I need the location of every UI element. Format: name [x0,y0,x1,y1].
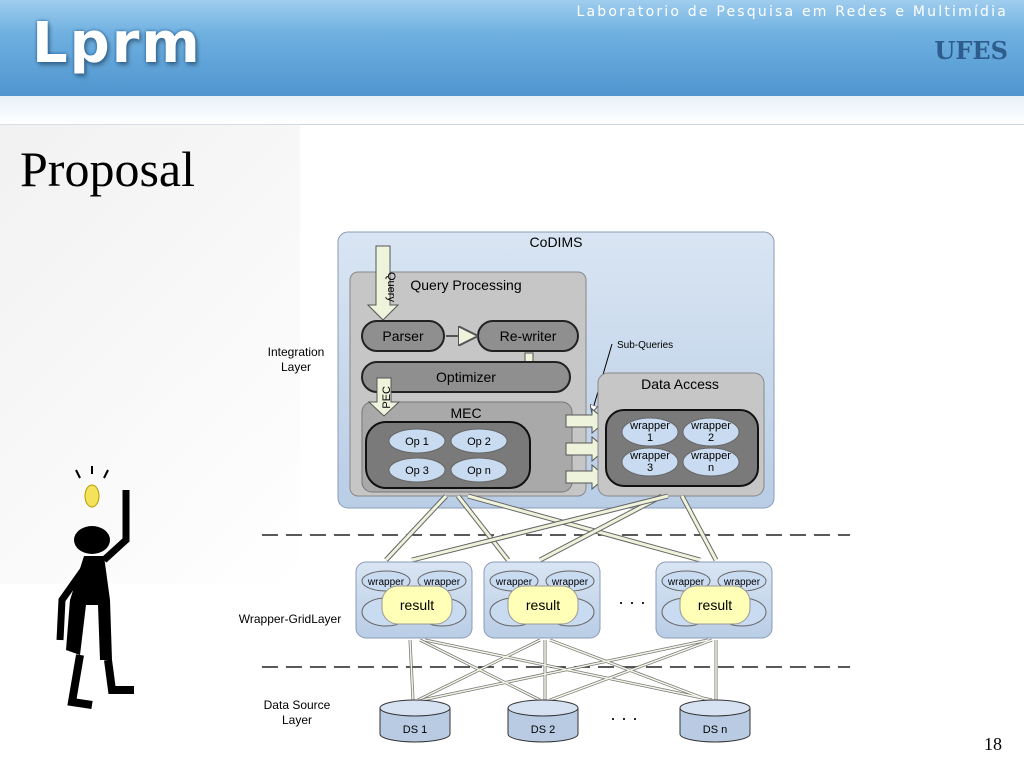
header-banner: Lprm Laboratorio de Pesquisa em Redes e … [0,0,1024,96]
optimizer-label: Optimizer [436,369,496,385]
result-label: result [526,597,560,613]
svg-text:DS 2: DS 2 [531,724,555,736]
op-2: Op 2 [467,436,491,448]
result-label: result [400,597,434,613]
query-processing-label: Query Processing [410,277,521,293]
op-n: Op n [467,465,491,477]
data-source-n: DS n [679,699,751,743]
idea-stick-figure [56,466,134,709]
data-source-2: DS 2 [507,699,579,743]
ops-group [365,421,531,489]
parser-label: Parser [382,328,424,344]
keyboard-watermark [0,124,300,584]
grid-node-2: wrapper wrapper result [483,561,601,639]
op-1: Op 1 [405,436,429,448]
slide-title: Proposal [20,141,195,197]
svg-text:wrapper: wrapper [723,577,761,588]
lprm-logo: Lprm [32,11,202,76]
grid-node-n: wrapper wrapper result [655,561,773,639]
svg-text:wrapper: wrapper [551,577,589,588]
data-source-1: DS 1 [379,699,451,743]
header-strip [0,96,1024,125]
svg-text:DS 1: DS 1 [403,724,427,736]
result-label: result [698,597,732,613]
parser-box [361,320,445,352]
rewriter-label: Re-writer [500,328,557,344]
wrapper-grid-layer-label: Wrapper-GridLayer [239,612,341,626]
data-access-label: Data Access [641,376,719,392]
svg-text:wrapper: wrapper [423,577,461,588]
mec-label: MEC [450,405,481,421]
ufes-logo: UFES [934,36,1008,65]
page-number: 18 [984,734,1002,754]
rewriter-box [477,320,579,352]
pec-label: PEC [381,386,393,409]
optimizer-box [361,361,571,393]
svg-text:wrapper: wrapper [367,577,405,588]
svg-text:wrapper: wrapper [495,577,533,588]
op-3: Op 3 [405,465,429,477]
svg-text:DS n: DS n [703,724,727,736]
grid-ellipsis: · · · [618,592,646,612]
codims-label: CoDIMS [530,234,583,250]
svg-text:wrapper: wrapper [667,577,705,588]
data-access-wrappers [605,409,759,487]
ds-ellipsis: · · · [610,708,638,728]
query-arrow-label: Query [385,272,397,302]
grid-node-1: wrapper wrapper result [355,561,473,639]
lab-name: Laboratorio de Pesquisa em Redes e Multi… [576,4,1008,20]
subqueries-label: Sub-Queries [617,340,673,351]
